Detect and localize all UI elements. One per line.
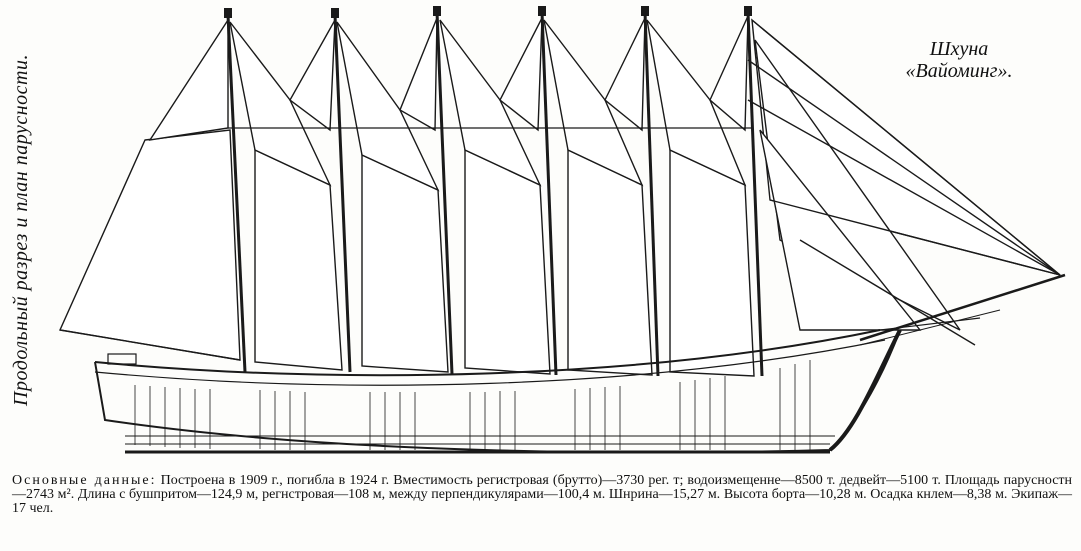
gaff-sails — [254, 148, 755, 377]
specs-body: Построена в 1909 г., погибла в 1924 г. В… — [12, 473, 1073, 516]
schooner-sail-plan-drawing — [58, 6, 1066, 454]
headsails — [747, 18, 1061, 346]
ship-title-line1: Шхуна — [929, 38, 989, 60]
topsails — [148, 15, 749, 192]
ship-title-line2: «Вайоминг». — [905, 60, 1013, 82]
specifications-text: Основные данные: Построена в 1909 г., по… — [12, 474, 1072, 516]
masts — [226, 11, 764, 377]
spanker-sail — [58, 129, 241, 361]
specs-lead: Основные данные: — [12, 473, 157, 488]
hull-frames — [134, 360, 811, 450]
ship-title: Шхуна «Вайоминг». — [849, 38, 1069, 82]
vertical-caption: Продольный разрез и план парусности. — [10, 54, 32, 406]
